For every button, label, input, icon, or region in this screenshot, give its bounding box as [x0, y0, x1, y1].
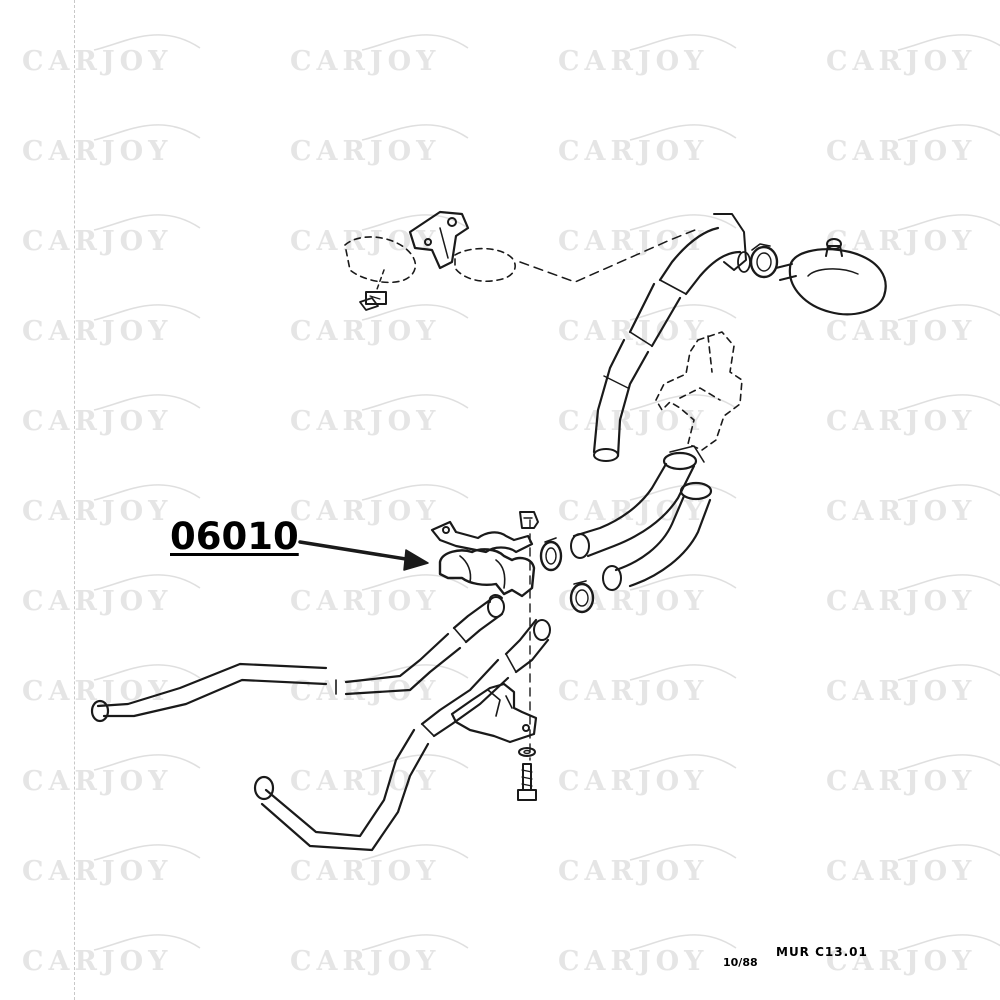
document-reference: MUR C13.01: [776, 945, 868, 959]
lower-bracket[interactable]: [450, 682, 538, 744]
mounting-bolt-upper[interactable]: [359, 269, 387, 311]
binding-margin-line: [74, 0, 75, 1000]
water-pipe-lower-left[interactable]: [253, 618, 551, 852]
expansion-tank[interactable]: [775, 238, 887, 316]
part-number-callout[interactable]: 06010: [170, 515, 299, 558]
water-pipe-upper-left[interactable]: [90, 594, 505, 723]
pipe-clamp-bracket[interactable]: [430, 520, 534, 554]
hose-clamp-left[interactable]: [539, 537, 563, 572]
pipe-clamp-lower[interactable]: [438, 548, 536, 598]
washer[interactable]: [518, 747, 536, 757]
hose-clamp-upper[interactable]: [749, 243, 779, 279]
callout-arrow: [298, 540, 429, 571]
bolt-lower[interactable]: [517, 763, 537, 801]
upper-bracket[interactable]: [344, 210, 516, 284]
hose-clamp-right[interactable]: [569, 580, 595, 614]
coolant-hose-lower-right[interactable]: [602, 481, 713, 591]
document-date: 10/88: [723, 956, 758, 969]
coolant-hose-lower-left[interactable]: [570, 445, 705, 559]
leader-line-upper: [519, 227, 701, 283]
thermostat-housing[interactable]: [655, 331, 743, 451]
clip-nut[interactable]: [519, 511, 539, 529]
coolant-hose-upper[interactable]: [592, 213, 751, 462]
